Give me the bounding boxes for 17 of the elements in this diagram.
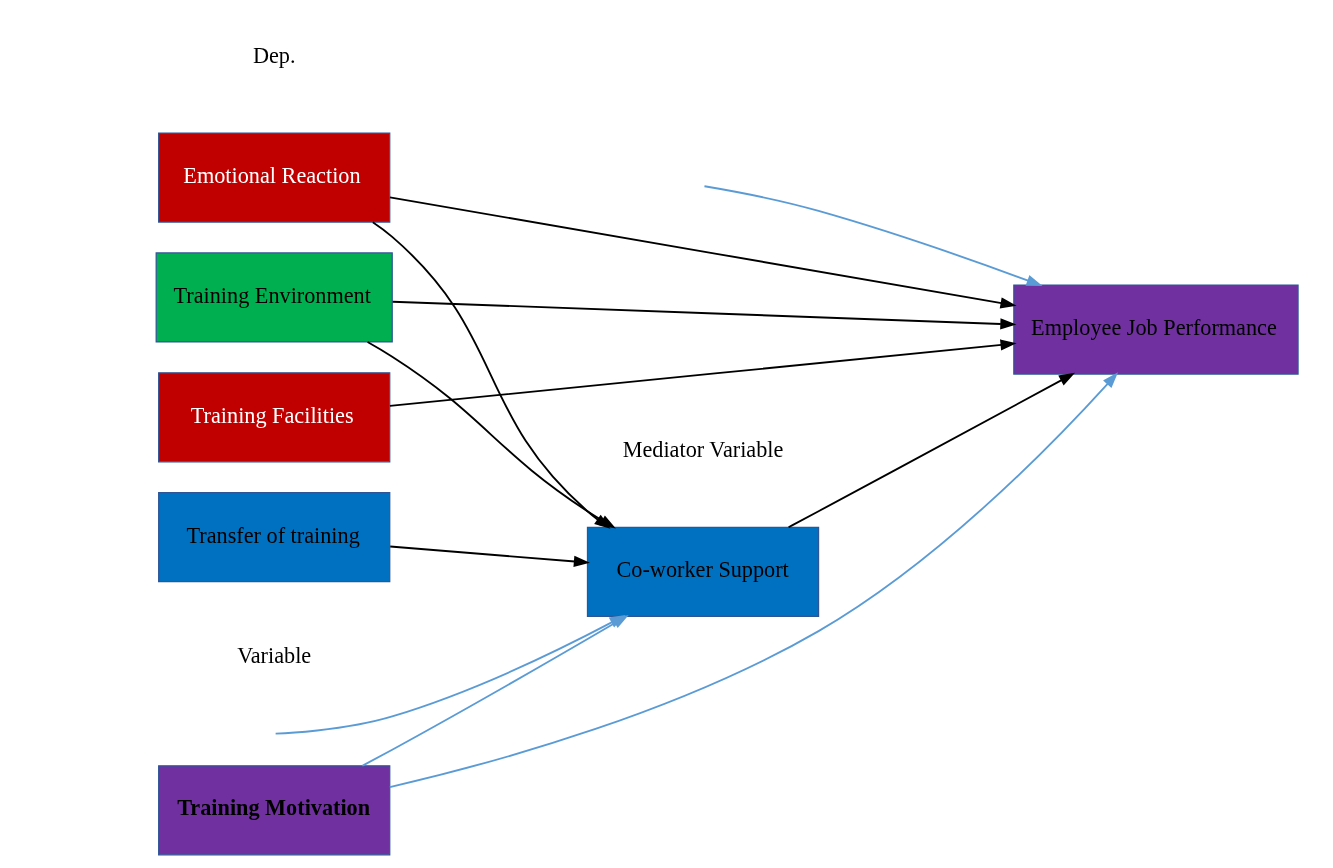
arrow <box>703 185 1043 286</box>
node-box: Training Environment <box>155 252 393 343</box>
label: Mediator Variable <box>622 437 784 463</box>
arrow <box>388 372 1119 788</box>
arrow <box>389 545 590 568</box>
arrow <box>391 300 1017 330</box>
node-box: Training Facilities <box>158 372 391 463</box>
node-box: Co-worker Support <box>586 526 820 617</box>
node-box: Training Motivation <box>158 765 391 856</box>
arrow <box>787 372 1076 529</box>
node-box: Emotional Reaction <box>158 132 391 223</box>
label: Dep. <box>252 43 296 69</box>
node-box: Employee Job Performance <box>1013 284 1299 375</box>
label: Variable <box>237 642 312 668</box>
node-box: Transfer of training <box>158 492 391 583</box>
arrow <box>389 339 1017 407</box>
arrow <box>389 196 1017 309</box>
